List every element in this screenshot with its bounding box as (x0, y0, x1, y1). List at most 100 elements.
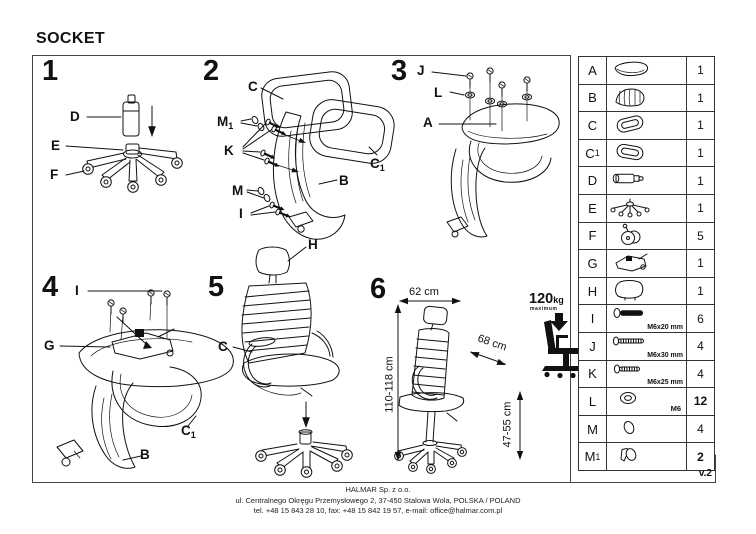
down-arrow-icon (148, 105, 156, 137)
part-qty: 1 (697, 90, 704, 105)
label-c1: C1 (370, 156, 385, 173)
label-b: B (339, 173, 349, 188)
seat-height-dimension-arrow (516, 391, 524, 460)
part-letter: J (579, 332, 607, 360)
part-qty: 12 (693, 394, 708, 409)
footer-contact: tel. +48 15 843 28 10, fax: +48 15 842 1… (253, 506, 503, 515)
part-letter: G (579, 250, 607, 277)
step4-diagram (56, 289, 234, 469)
part-qty: 2 (697, 449, 704, 464)
table-row: E 1 (579, 194, 714, 223)
label-f: F (50, 167, 59, 182)
table-row: D 1 (579, 167, 714, 195)
part-qty: 4 (697, 366, 704, 381)
table-row: K M6x25 mm 4 (579, 360, 714, 389)
screw-m6x20-icon: M6x20 mm (607, 305, 687, 332)
table-row: M 4 (579, 415, 714, 444)
label-c1-step4: C1 (181, 423, 196, 440)
label-j: J (417, 63, 425, 78)
table-row: J M6x30 mm 4 (579, 332, 714, 361)
step1-diagram (65, 94, 183, 193)
dim-height: 110-118 cm (383, 356, 396, 413)
height-dimension-arrow (394, 304, 402, 461)
part-letter: E (579, 194, 607, 222)
product-title: SOCKET (36, 30, 106, 47)
screw-m6x25-icon: M6x25 mm (607, 360, 687, 388)
part-letter: C (579, 112, 607, 139)
part-letter: H (579, 277, 607, 305)
step3-number: 3 (391, 55, 408, 87)
part-qty: 1 (697, 284, 704, 299)
cap-flanged-icon (607, 443, 687, 470)
main-border (32, 55, 716, 483)
table-row: C 1 (579, 112, 714, 140)
table-row: A 1 (579, 57, 714, 85)
version-label: v.2 (698, 468, 712, 479)
part-qty: 4 (697, 339, 704, 354)
step2-number: 2 (203, 55, 220, 87)
table-row: G 1 (579, 250, 714, 278)
part-letter: I (579, 305, 607, 332)
table-row: L M6 12 (579, 388, 714, 416)
step2-diagram (240, 71, 395, 240)
headrest-icon (607, 277, 687, 305)
five-star-base-icon (607, 194, 687, 222)
screw-m6x30-icon: M6x30 mm (607, 332, 687, 360)
part-letter: A (579, 57, 607, 84)
step5-diagram (232, 246, 353, 478)
label-e: E (51, 138, 61, 153)
part-qty: 6 (697, 311, 704, 326)
armrest-frame-icon (607, 112, 687, 139)
label-m: M (232, 183, 244, 198)
part-qty: 1 (697, 201, 704, 216)
step5-number: 5 (208, 271, 225, 303)
width-dimension-arrow (399, 297, 461, 305)
table-row: B 1 (579, 84, 714, 113)
down-arrow-icon (302, 401, 310, 428)
table-row: H 1 (579, 277, 714, 306)
label-d: D (70, 109, 80, 124)
dim-width: 62 cm (409, 286, 439, 298)
part-letter: L (579, 388, 607, 415)
max-load: 120kg (529, 291, 564, 307)
depth-dimension-arrow (468, 348, 508, 369)
tilt-mechanism-icon (607, 250, 687, 277)
footer-company: HALMAR Sp. z o.o. (345, 485, 411, 494)
step6-number: 6 (370, 273, 387, 305)
part-qty: 1 (697, 173, 704, 188)
table-row: I M6x20 mm 6 (579, 305, 714, 333)
step4-number: 4 (42, 271, 59, 303)
label-l: L (434, 85, 443, 100)
label-h: H (308, 237, 318, 252)
caster-wheel-icon (607, 222, 687, 250)
part-letter: B (579, 84, 607, 112)
gas-lift-icon (607, 167, 687, 194)
label-m1: M1 (217, 114, 234, 131)
part-qty: 1 (697, 146, 704, 161)
seat-cushion-icon (607, 57, 687, 84)
dim-seat-height: 47-55 cm (501, 401, 514, 448)
part-letter: K (579, 360, 607, 388)
label-g: G (44, 338, 55, 353)
max-load-note: maximum (530, 306, 558, 312)
washer-icon: M6 (607, 388, 687, 415)
label-b-step4: B (140, 447, 150, 462)
cap-icon (607, 415, 687, 443)
footer: HALMAR Sp. z o.o. ul. Centralnego Okręgu… (0, 485, 756, 517)
label-a: A (423, 115, 433, 130)
part-qty: 4 (697, 422, 704, 437)
part-qty: 1 (697, 63, 704, 78)
label-k: K (224, 143, 234, 158)
footer-address: ul. Centralnego Okręgu Przemysłowego 2, … (235, 495, 521, 505)
table-row: F 5 (579, 222, 714, 251)
part-qty: 1 (697, 118, 704, 133)
backrest-shell-icon (607, 84, 687, 112)
label-c-step5: C (218, 339, 228, 354)
label-c: C (248, 79, 258, 94)
